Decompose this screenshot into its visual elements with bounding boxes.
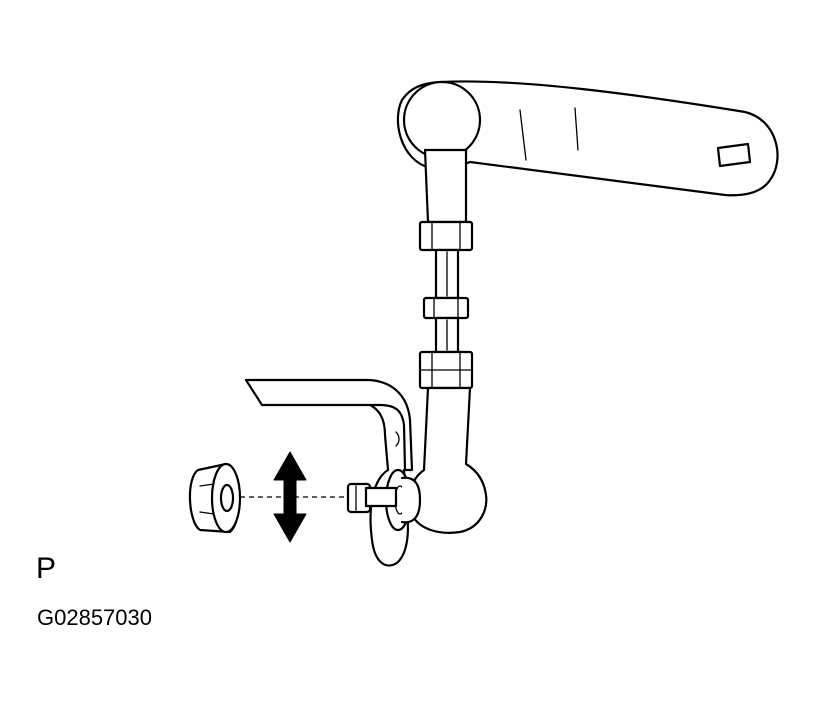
adjuster-nut bbox=[422, 296, 470, 320]
hex-nut bbox=[188, 462, 242, 534]
up-down-arrow-icon bbox=[273, 451, 307, 543]
link-rod bbox=[418, 220, 474, 390]
upper-ball-joint bbox=[402, 80, 482, 224]
figure-code: G02857030 bbox=[37, 605, 152, 630]
lower-ball-joint bbox=[384, 386, 488, 534]
upper-lock-nut bbox=[418, 220, 474, 252]
lever-arm bbox=[396, 80, 779, 197]
mounting-bracket bbox=[244, 378, 414, 567]
lever-slot bbox=[716, 142, 752, 168]
ball-stud-bolt bbox=[346, 482, 398, 514]
view-letter: P bbox=[36, 552, 57, 585]
